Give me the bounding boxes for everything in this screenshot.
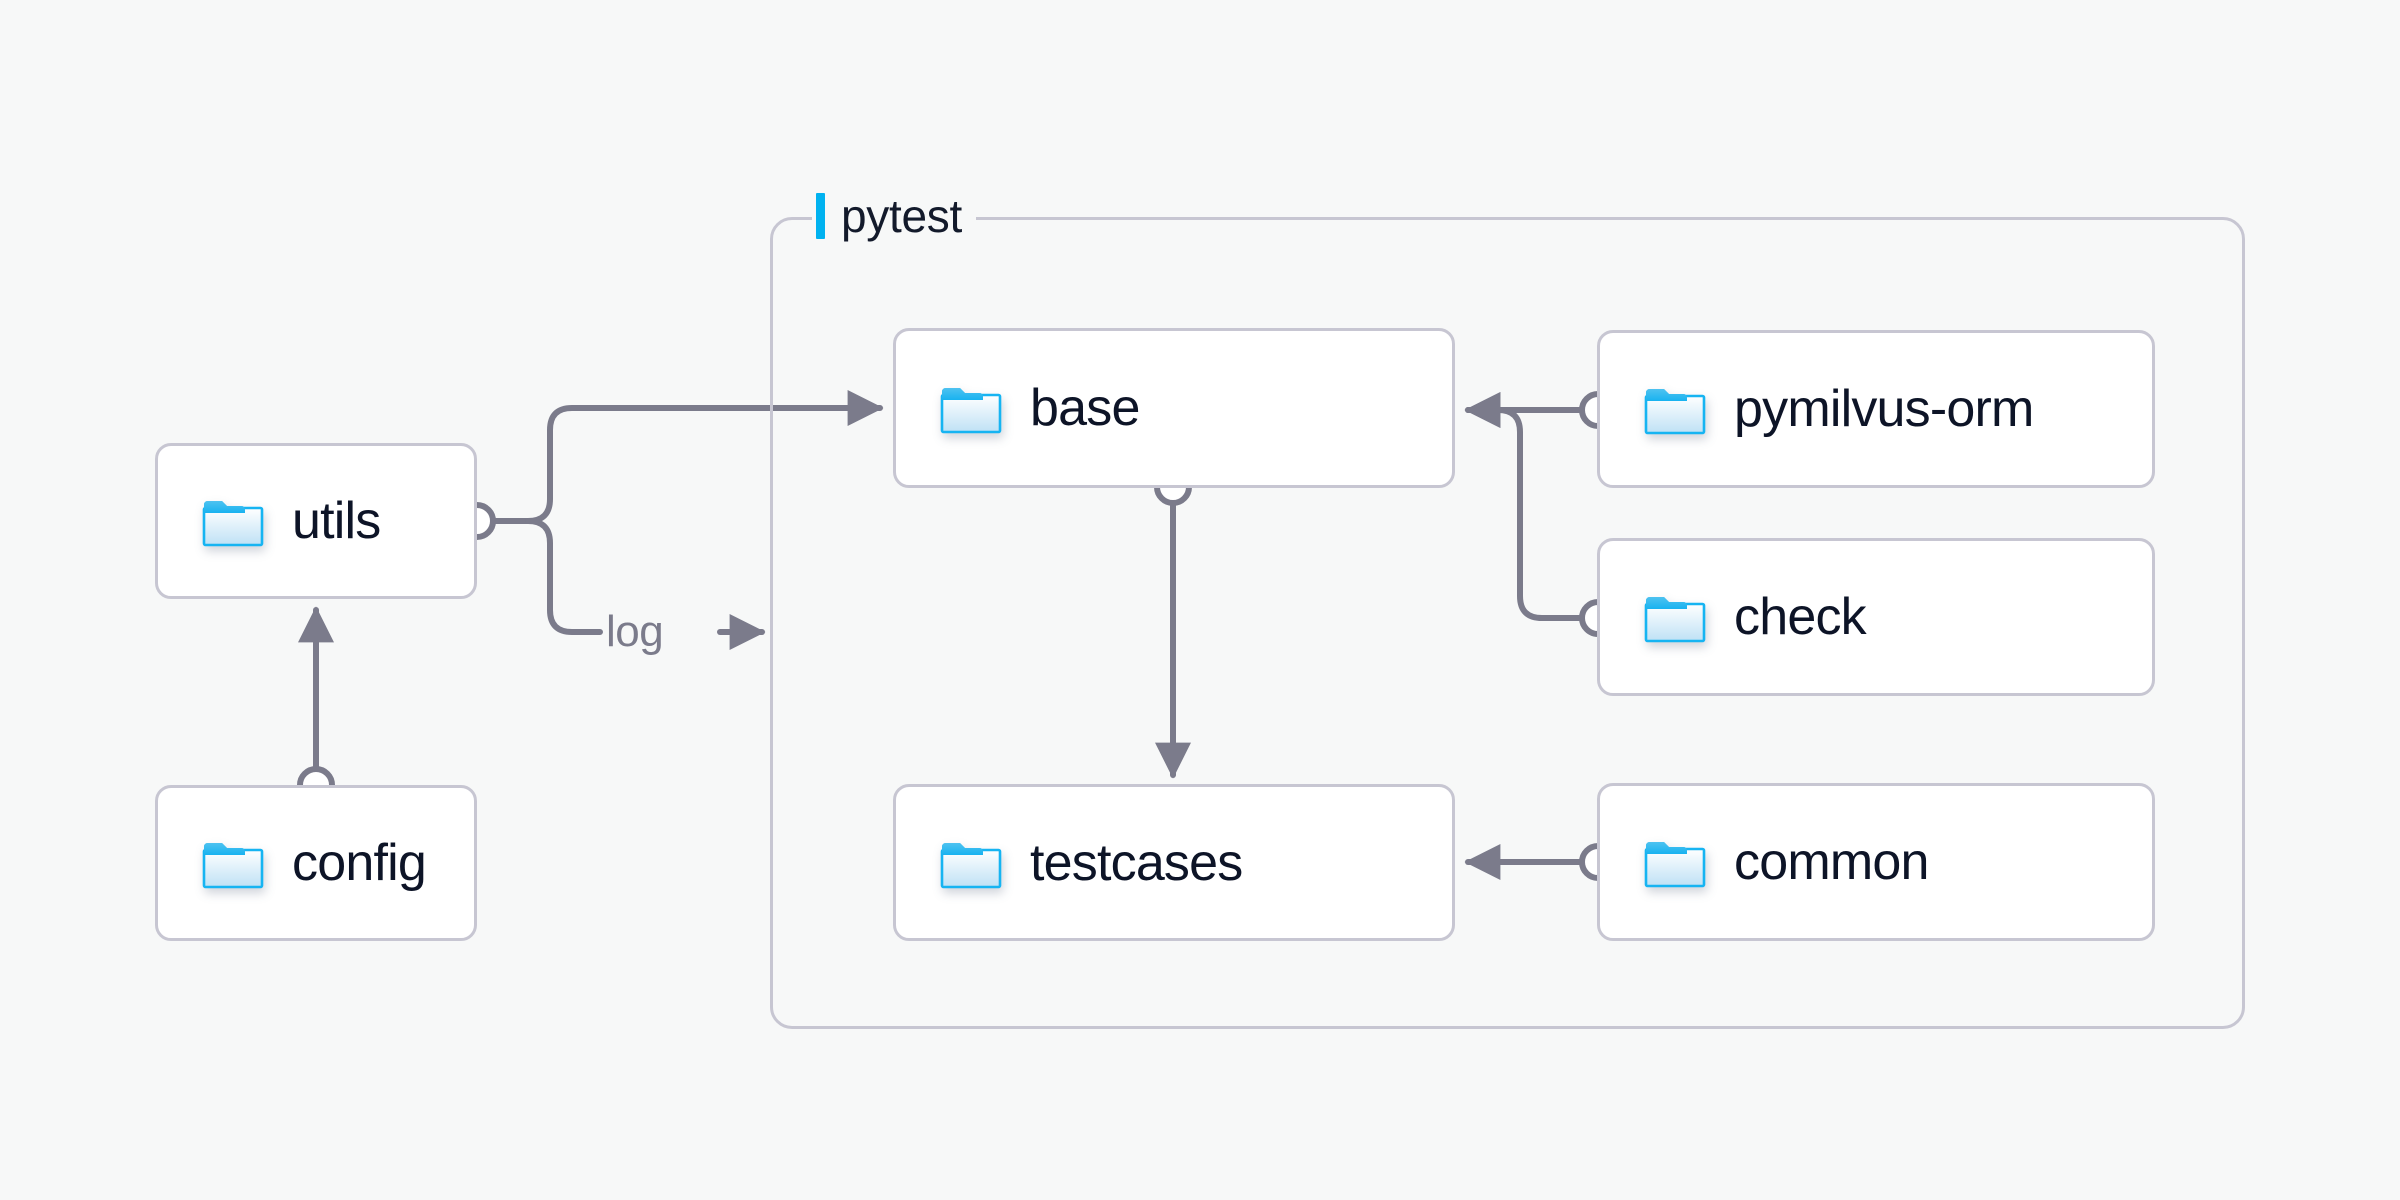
node-config-label: config: [292, 834, 427, 892]
folder-icon: [940, 842, 1002, 888]
folder-icon: [1644, 389, 1706, 435]
folder-icon: [1644, 597, 1706, 643]
edge-label-log: log: [606, 607, 664, 656]
node-common[interactable]: common: [1597, 783, 2155, 941]
edge-utils-log: [525, 518, 603, 635]
folder-icon: [202, 843, 264, 889]
pytest-group-label-text: pytest: [841, 190, 962, 242]
node-common-label: common: [1734, 833, 1929, 891]
pytest-group-container: [770, 217, 2245, 1029]
node-base-label: base: [1030, 379, 1140, 437]
node-config[interactable]: config: [155, 785, 477, 941]
node-utils-label: utils: [292, 492, 381, 550]
node-testcases[interactable]: testcases: [893, 784, 1455, 941]
node-testcases-label: testcases: [1030, 833, 1243, 892]
accent-bar-icon: [816, 193, 825, 239]
node-check[interactable]: check: [1597, 538, 2155, 696]
node-check-label: check: [1734, 588, 1867, 646]
folder-icon: [940, 388, 1002, 434]
node-base[interactable]: base: [893, 328, 1455, 488]
node-pymilvus-orm-label: pymilvus-orm: [1734, 380, 2034, 438]
node-utils[interactable]: utils: [155, 443, 477, 599]
folder-icon: [202, 501, 264, 547]
node-pymilvus-orm[interactable]: pymilvus-orm: [1597, 330, 2155, 488]
pytest-group-label: pytest: [812, 188, 976, 244]
folder-icon: [1644, 842, 1706, 888]
